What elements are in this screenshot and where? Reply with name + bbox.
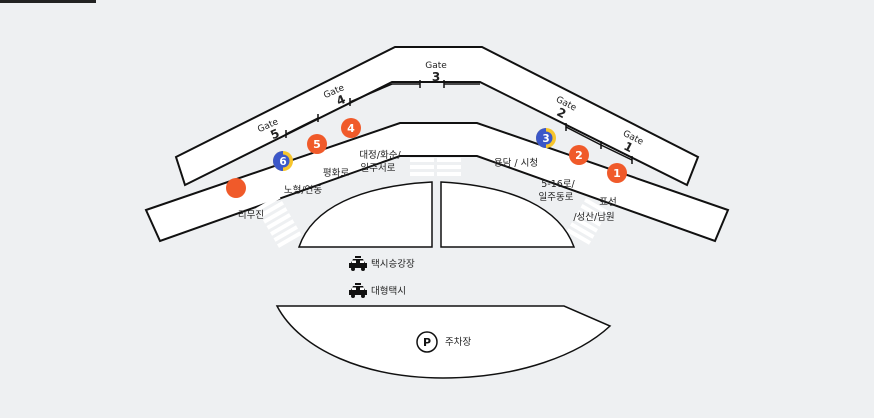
label-nohyeong-yeondong: 노형/연동 bbox=[284, 185, 322, 196]
label-yongdam-sicheong: 용담 / 시청 bbox=[494, 157, 538, 169]
svg-text:4: 4 bbox=[347, 122, 355, 135]
gate-2-marker bbox=[565, 123, 602, 146]
crosswalk-left bbox=[255, 195, 302, 248]
label-516-road: 5-16로/ bbox=[541, 179, 575, 190]
bus-stop-2[interactable]: 2 bbox=[569, 145, 589, 165]
bus-stop-4[interactable]: 4 bbox=[341, 118, 361, 138]
parking-label: 주차장 bbox=[445, 336, 471, 348]
svg-text:5: 5 bbox=[313, 138, 321, 151]
crosswalk-right bbox=[566, 198, 609, 245]
bus-stop-5[interactable]: 5 bbox=[307, 134, 327, 154]
taxi-stand[interactable]: 택시승강장 bbox=[349, 256, 415, 271]
label-pyoseon: 표선 bbox=[599, 197, 616, 208]
island-right bbox=[440, 181, 576, 248]
bus-stop-6[interactable]: 6 bbox=[273, 151, 293, 171]
crosswalk-center bbox=[410, 130, 461, 176]
svg-text:3: 3 bbox=[542, 133, 549, 145]
gate-5-marker bbox=[285, 114, 319, 138]
bus-stop-limousine[interactable] bbox=[226, 178, 246, 198]
label-daejeong-hwasun: 대정/화순/ bbox=[359, 150, 401, 161]
gate-3-marker bbox=[392, 80, 480, 88]
label-ilju-seoro: 일주서로 bbox=[361, 163, 396, 174]
svg-text:P: P bbox=[423, 336, 431, 349]
parking-lot bbox=[275, 305, 612, 379]
label-limousine: 리무진 bbox=[238, 210, 264, 221]
parking-icon: P bbox=[416, 331, 438, 353]
gate-band bbox=[174, 46, 700, 187]
taxi-icon bbox=[349, 256, 367, 271]
taxi-icon bbox=[349, 283, 367, 298]
svg-text:6: 6 bbox=[279, 156, 286, 168]
bus-stop-3[interactable]: 3 bbox=[536, 128, 556, 148]
large-taxi-label: 대형택시 bbox=[371, 286, 406, 297]
gate-3-label: Gate 3 bbox=[425, 61, 447, 84]
label-pyeonghwaro: 평화로 bbox=[323, 168, 349, 179]
svg-text:Gate: Gate bbox=[425, 61, 447, 71]
active-tab-indicator bbox=[0, 0, 96, 3]
gate-4-marker bbox=[349, 83, 393, 106]
svg-text:3: 3 bbox=[432, 70, 440, 84]
large-taxi[interactable]: 대형택시 bbox=[349, 283, 406, 298]
parking[interactable]: P 주차장 bbox=[416, 331, 471, 353]
svg-text:2: 2 bbox=[575, 149, 583, 162]
island-left bbox=[297, 181, 433, 248]
bus-stop-1[interactable]: 1 bbox=[607, 163, 627, 183]
svg-text:1: 1 bbox=[613, 167, 621, 180]
label-iljudong-ro: 일주동로 bbox=[539, 192, 574, 203]
taxi-stand-label: 택시승강장 bbox=[371, 259, 415, 270]
label-seongsan-namwon: /성산/남원 bbox=[573, 212, 614, 223]
